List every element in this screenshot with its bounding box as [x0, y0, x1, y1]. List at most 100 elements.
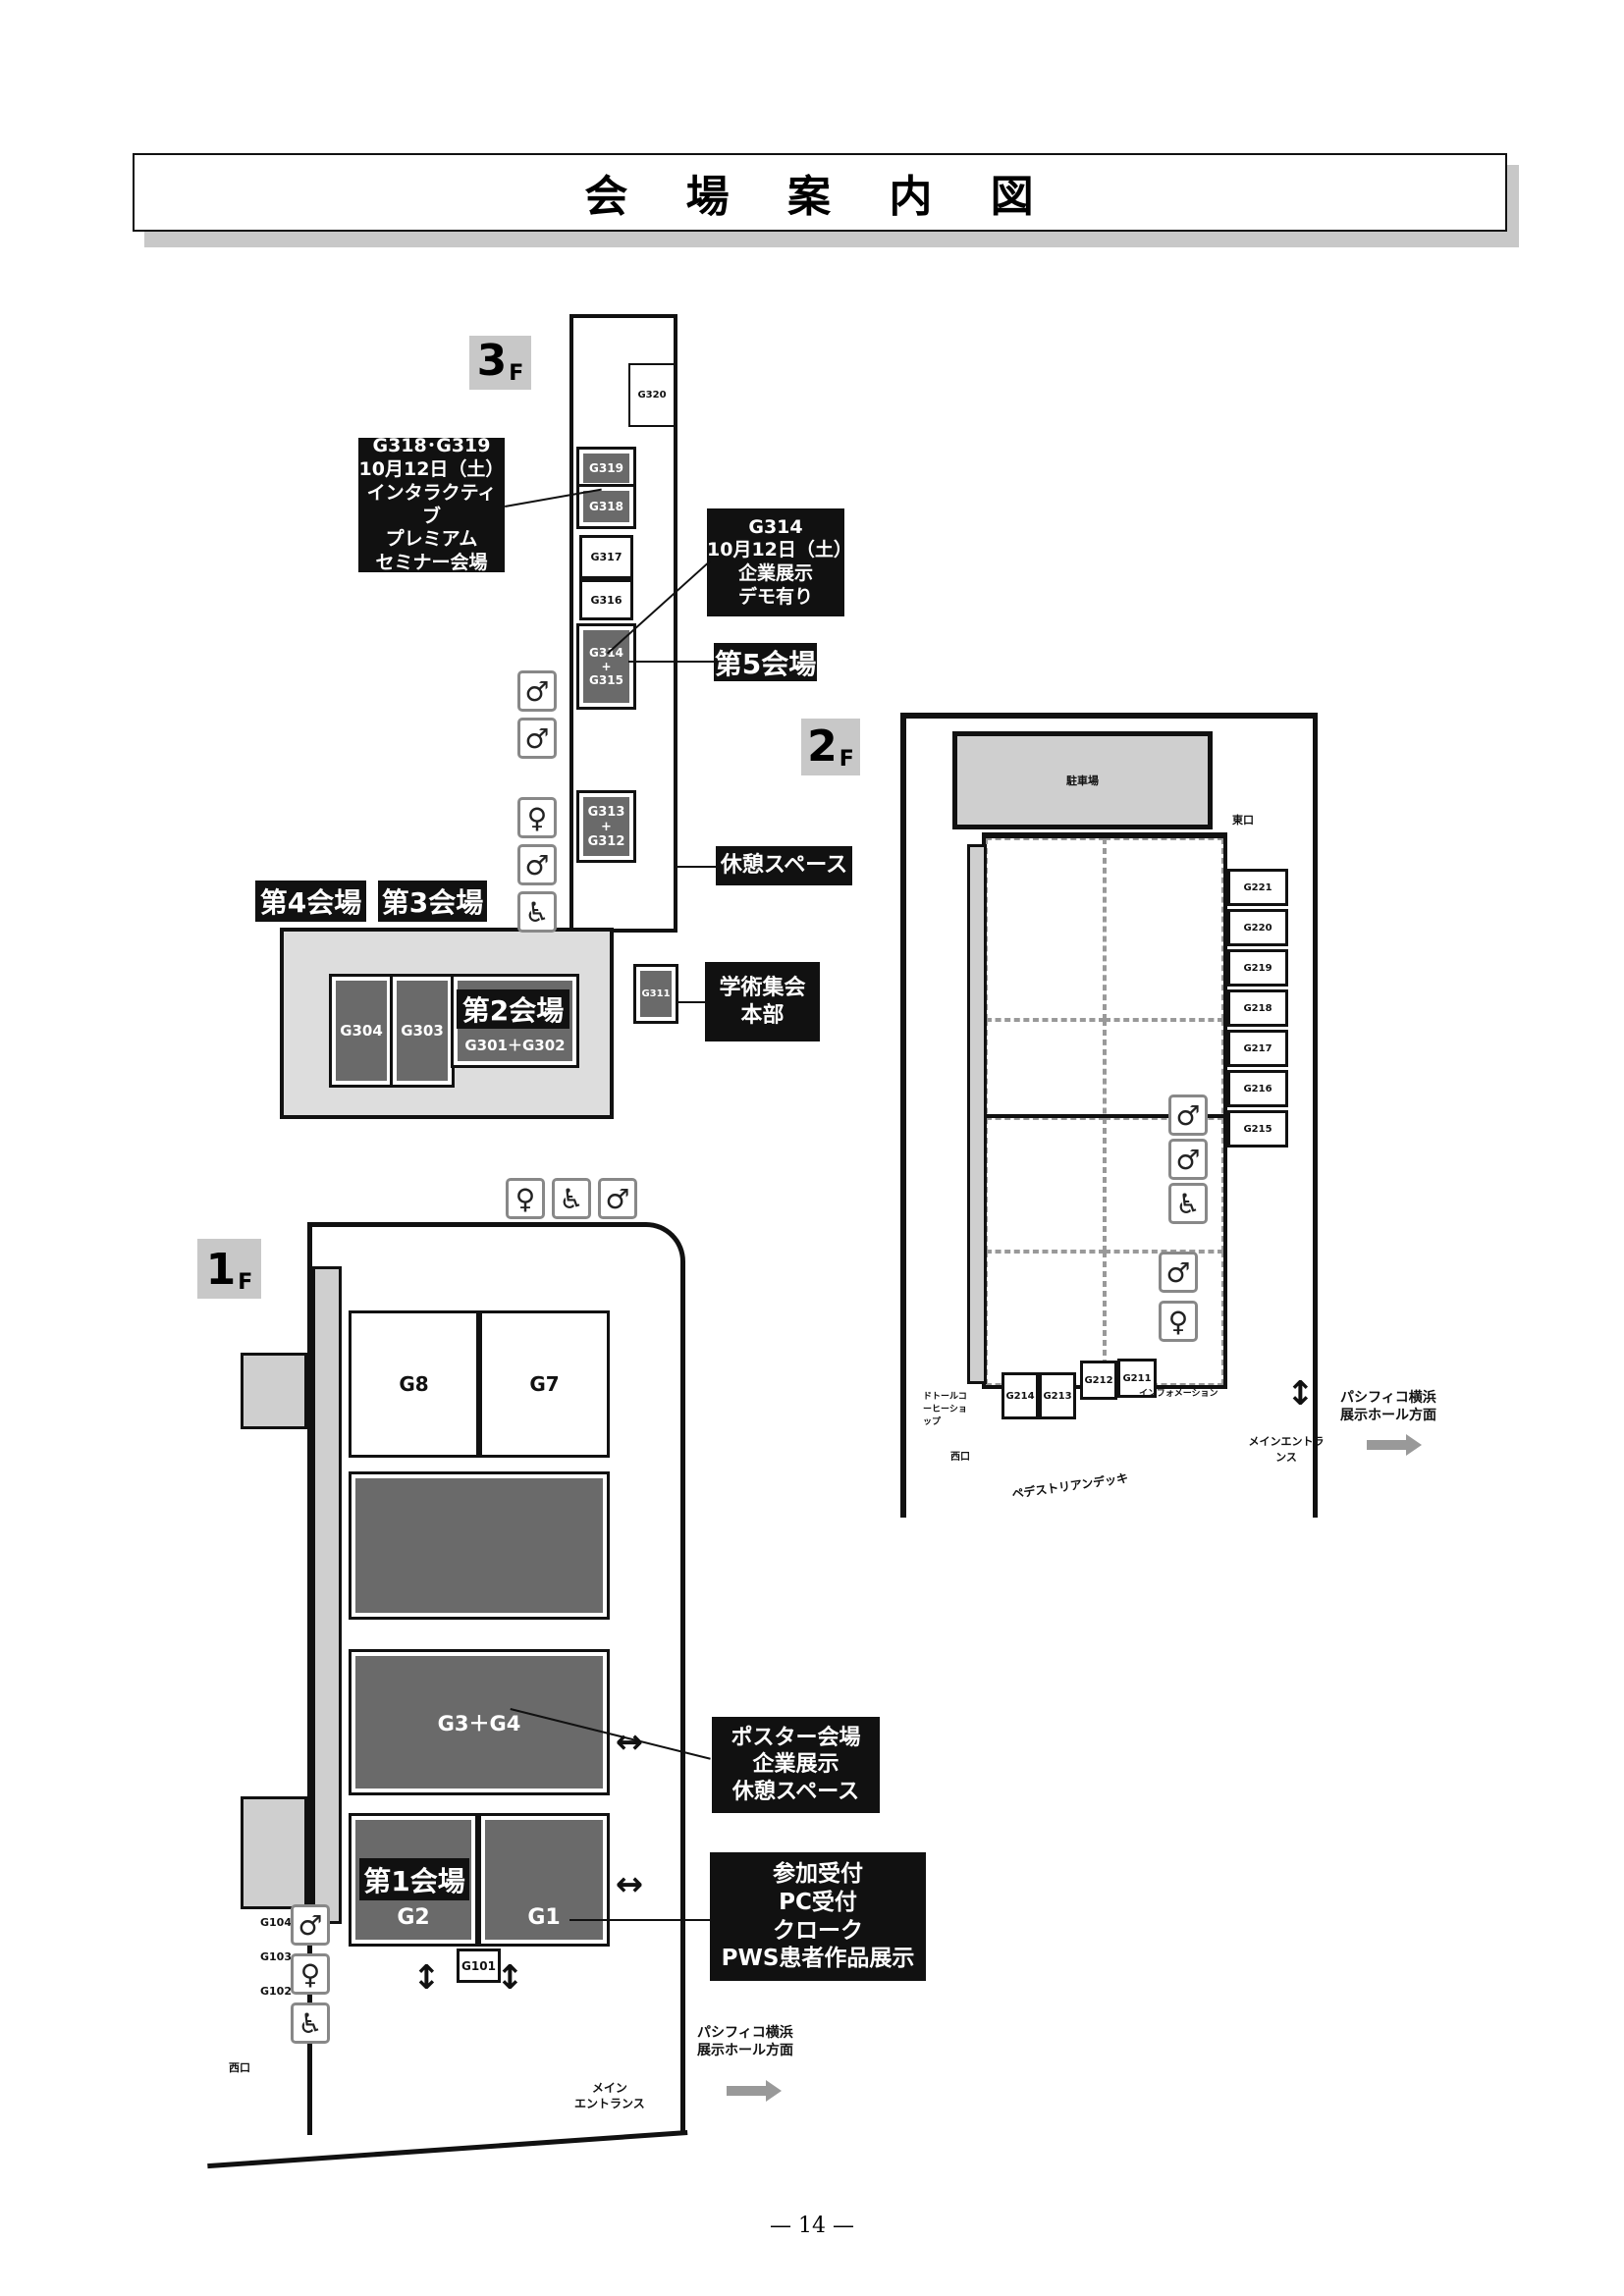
- accessible-restroom-icon: ♿: [552, 1178, 591, 1219]
- west-exit-label: 西口: [950, 1452, 970, 1463]
- room-g304: G304: [329, 974, 394, 1088]
- hall-section: [986, 838, 1105, 1020]
- callout-g314: G314 10月12日（土） 企業展示 デモ有り: [707, 508, 852, 616]
- annex-block: [241, 1353, 307, 1429]
- callout-g318-g319: G318･G319 10月12日（土） インタラクティブ プレミアム セミナー会…: [358, 435, 505, 573]
- plus-sign: +: [601, 819, 612, 834]
- room-g313-g312: G313+G312: [576, 790, 636, 863]
- callout-reception: 参加受付 PC受付 クローク PWS患者作品展示: [710, 1852, 926, 1981]
- callout-line: デモ有り: [737, 585, 813, 608]
- callout-line: セミナー会場: [375, 552, 488, 573]
- room-g316: G316: [579, 579, 633, 620]
- east-exit-label: 東口: [1232, 814, 1254, 827]
- room-g211: G211: [1117, 1359, 1157, 1398]
- leader-line: [569, 1919, 712, 1921]
- exhibition-hall-direction: パシフィコ横浜展示ホール方面: [697, 2024, 793, 2059]
- floor-suffix: F: [238, 1270, 253, 1295]
- floor2-outline: [900, 713, 1318, 1518]
- room-g215: G215: [1227, 1110, 1288, 1148]
- room-g315-label: G315: [589, 673, 623, 687]
- callout-line: G314: [748, 515, 803, 538]
- double-arrow-icon: ↕: [412, 1958, 441, 1998]
- page-title: 会 場 案 内 図: [133, 153, 1507, 232]
- west-exit-label: 西口: [229, 2061, 250, 2074]
- accessible-restroom-icon: ♿: [1168, 1183, 1208, 1224]
- annex-block: [241, 1796, 307, 1909]
- room-g303: G303: [390, 974, 455, 1088]
- hall-section: [986, 1118, 1105, 1252]
- parking-area: 駐車場: [952, 731, 1213, 829]
- west-side-rooms: [967, 844, 987, 1384]
- leader-line: [628, 661, 715, 663]
- callout-line: 10月12日（土）: [358, 458, 505, 480]
- floor1-outline: [307, 1222, 685, 2135]
- west-corridor: [312, 1266, 342, 1924]
- callout-line: 10月12日（土）: [707, 539, 852, 561]
- hall-section: [1105, 838, 1223, 1020]
- mens-restroom-icon: ♂: [517, 670, 557, 712]
- room-g219: G219: [1227, 949, 1288, 987]
- gray-arrow-icon: [1367, 1434, 1422, 1456]
- coffee-shop-label: ドトールコーヒーショップ: [923, 1392, 967, 1427]
- floor-number: 2: [807, 721, 838, 772]
- room-g216: G216: [1227, 1070, 1288, 1107]
- mens-restroom-icon: ♂: [1159, 1252, 1198, 1293]
- room-g313-label: G313: [587, 804, 625, 820]
- direction-line: パシフィコ横浜: [697, 2025, 793, 2041]
- callout-line: クローク: [773, 1917, 863, 1944]
- double-arrow-icon: ↕: [1286, 1374, 1315, 1414]
- callout-line: 参加受付: [773, 1861, 863, 1887]
- hall-3-label: 第3会場: [378, 881, 487, 922]
- room-g318: G318: [576, 484, 636, 529]
- double-arrow-icon: ↕: [496, 1958, 524, 1998]
- mens-restroom-icon: ♂: [1168, 1095, 1208, 1136]
- callout-line: PC受付: [779, 1889, 857, 1915]
- plus-sign: +: [601, 660, 612, 673]
- leader-line: [676, 866, 717, 868]
- floor-number: 3: [476, 336, 508, 386]
- callout-hq: 学術集会 本部: [705, 962, 820, 1041]
- room-g220: G220: [1227, 909, 1288, 946]
- mens-restroom-icon: ♂: [598, 1178, 637, 1219]
- accessible-restroom-icon: ♿: [517, 891, 557, 933]
- hall-4-label: 第4会場: [255, 881, 366, 922]
- hall-g5-g6: [349, 1471, 610, 1620]
- hall-5-label: 第5会場: [714, 643, 817, 681]
- callout-line: プレミアム: [385, 528, 478, 551]
- page-number: — 14 —: [770, 2214, 854, 2238]
- room-g311: G311: [633, 964, 678, 1024]
- floor-suffix: F: [509, 361, 524, 386]
- callout-line: PWS患者作品展示: [721, 1946, 915, 1972]
- callout-line: 企業展示: [737, 562, 813, 584]
- main-entrance-label: メインエントランス: [574, 2081, 645, 2111]
- room-g104: G104: [260, 1916, 292, 1929]
- accessible-restroom-icon: ♿: [291, 2002, 330, 2044]
- mens-restroom-icon: ♂: [517, 844, 557, 885]
- room-g7: G7: [479, 1310, 610, 1458]
- room-g218: G218: [1227, 989, 1288, 1027]
- floor1-bottom-edge: [207, 2130, 688, 2169]
- room-g103: G103: [260, 1950, 292, 1963]
- callout-line: 学術集会: [719, 976, 806, 1000]
- main-entrance-label: メインエントランス: [1248, 1435, 1325, 1464]
- womens-restroom-icon: ♀: [1159, 1301, 1198, 1342]
- gray-arrow-icon: [727, 2080, 782, 2102]
- womens-restroom-icon: ♀: [506, 1178, 545, 1219]
- room-g221: G221: [1227, 869, 1288, 906]
- callout-line: 企業展示: [752, 1752, 839, 1778]
- direction-line: パシフィコ横浜: [1340, 1390, 1436, 1406]
- room-g213: G213: [1039, 1372, 1076, 1419]
- room-g1: G1: [478, 1813, 610, 1947]
- callout-line: 本部: [740, 1002, 785, 1028]
- womens-restroom-icon: ♀: [291, 1953, 330, 1995]
- room-g312-label: G312: [587, 833, 625, 849]
- entrance-line: エントランス: [574, 2096, 645, 2110]
- direction-line: 展示ホール方面: [1340, 1408, 1436, 1424]
- leader-line: [676, 1001, 705, 1003]
- callout-line: 休憩スペース: [731, 1779, 860, 1804]
- double-arrow-icon: ↕: [608, 1870, 648, 1899]
- room-g320: G320: [628, 363, 676, 427]
- room-g8: G8: [349, 1310, 479, 1458]
